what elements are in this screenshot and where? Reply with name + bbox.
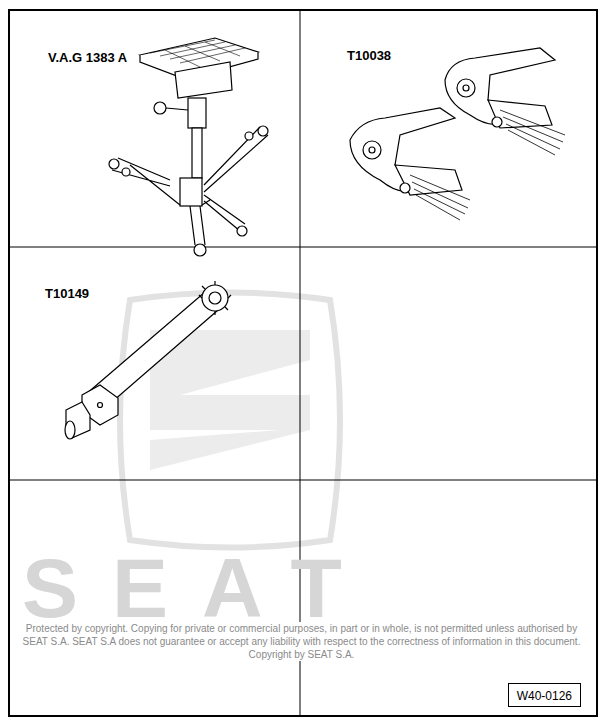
copyright-note: Protected by copyright. Copying for priv…	[12, 622, 591, 661]
ratchet-straps	[350, 48, 565, 220]
watermark-logo	[120, 293, 340, 548]
transmission-jack	[109, 38, 268, 256]
grid-frame	[9, 10, 597, 716]
figure-number: W40-0126	[517, 689, 572, 703]
tool-number: V.A.G 1383 A	[48, 50, 127, 65]
tool-number: T10038	[347, 48, 391, 63]
figure-number-box: W40-0126	[508, 683, 581, 707]
tool-number: T10149	[45, 286, 89, 301]
crank-tool	[65, 281, 231, 439]
